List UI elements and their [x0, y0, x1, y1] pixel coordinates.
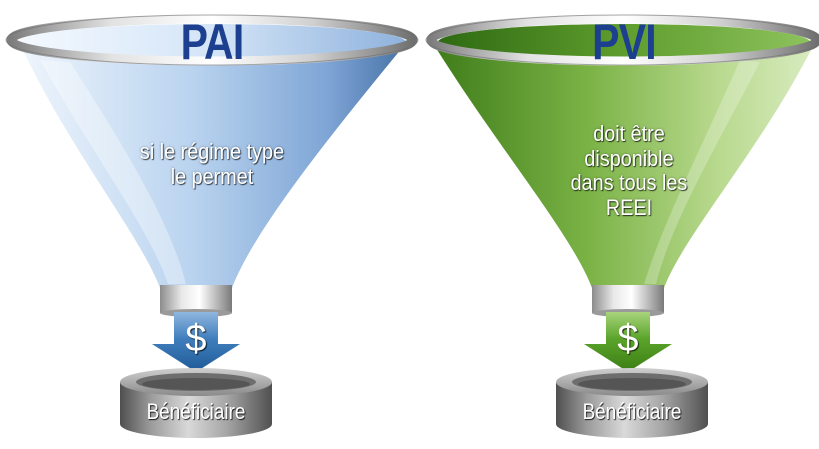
funnel-text-pvi: doit être disponible dans tous les REEI: [544, 121, 715, 221]
funnel-text-pvi-line-4: REEI: [605, 194, 653, 220]
beneficiary-label-pvi: Bénéficiaire: [582, 399, 682, 424]
funnel-title-pai: PAI: [180, 14, 245, 70]
funnel-shine-pvi: [644, 60, 760, 284]
beneficiary-label-pai: Bénéficiaire: [146, 399, 246, 424]
dollar-sign-pvi: $: [617, 318, 639, 360]
funnel-inner-pai: [18, 24, 406, 60]
funnel-inner-pvi: [438, 24, 810, 60]
drum-pai: [120, 368, 272, 438]
funnel-shine-pai: [40, 60, 186, 284]
funnel-neck-pvi: [592, 285, 664, 313]
funnel-text-pvi-line-2: disponible: [584, 145, 674, 171]
funnel-pai: [5, 14, 419, 438]
arrow-pvi: [584, 312, 672, 372]
arrow-pai: [152, 312, 240, 372]
funnel-rim-pai: [6, 14, 418, 66]
funnel-text-pai-line-2: le permet: [170, 163, 254, 189]
funnel-rim-pvi: [426, 14, 819, 66]
funnel-cone-pvi: [436, 48, 812, 288]
funnel-pvi: [425, 14, 819, 438]
dollar-sign-pai: $: [185, 318, 207, 360]
funnel-text-pai: si le régime type le permet: [104, 139, 320, 189]
funnel-text-pvi-line-3: dans tous les: [570, 170, 688, 196]
drum-pvi: [556, 368, 708, 438]
funnel-text-pai-line-1: si le régime type: [139, 139, 285, 164]
funnel-text-pvi-line-1: doit être: [593, 121, 665, 146]
funnel-title-pvi: PVI: [592, 14, 656, 70]
funnel-neck-pai: [160, 285, 232, 313]
funnel-cone-pai: [22, 48, 402, 288]
